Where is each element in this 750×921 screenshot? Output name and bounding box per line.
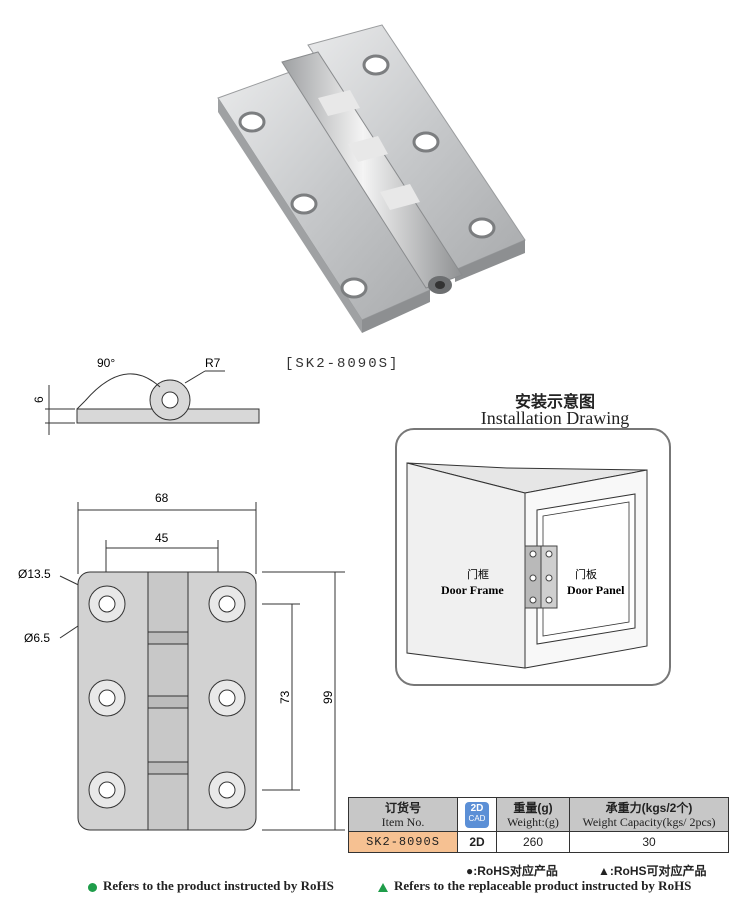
capacity-cell: 30 (569, 831, 729, 853)
legend-rohs-en: Refers to the product instructed by RoHS (103, 878, 334, 893)
hinge-holes (238, 54, 496, 299)
front-view-drawing: 68 45 Ø13.5 Ø6.5 73 99 (18, 491, 345, 831)
col-capacity-header: 承重力(kgs/2个) Weight Capacity(kgs/ 2pcs) (569, 797, 729, 832)
hinge-left-leaf (217, 71, 431, 333)
col-weight-header: 重量(g) Weight:(g) (496, 797, 570, 832)
green-dot-icon (88, 882, 97, 892)
angle-label: 90° (97, 356, 115, 370)
green-triangle-icon (378, 882, 388, 892)
col-capacity-en: Weight Capacity(kgs/ 2pcs) (582, 814, 716, 829)
col-item-en: Item No. (381, 814, 425, 829)
cad-badge-cell: 2D CAD (457, 797, 497, 832)
radius-label: R7 (205, 356, 221, 370)
legend-replaceable-en: Refers to the replaceable product instru… (394, 878, 692, 893)
door-panel-label-zh: 门板 (575, 567, 597, 581)
hole-spacing-v-label: 73 (278, 690, 292, 704)
legend-replaceable-en-row: Refers to the replaceable product instru… (378, 878, 691, 894)
badge-text: 2D (470, 802, 484, 814)
hole-spacing-h-label: 45 (155, 531, 169, 545)
col-item-zh: 订货号 (384, 800, 421, 815)
cad-cell[interactable]: 2D (457, 831, 497, 853)
height-dim-label: 99 (321, 690, 335, 704)
side-view-drawing: 90° R7 6 (32, 356, 260, 435)
hinge-product-photo (217, 24, 526, 333)
side-height-label: 6 (32, 396, 46, 403)
inner-diameter-label: Ø6.5 (24, 631, 50, 645)
col-item-header: 订货号 Item No. (348, 797, 458, 832)
spec-table: 订货号 Item No. 2D CAD 重量(g) Weight:(g) 承重力… (348, 797, 729, 853)
col-capacity-zh: 承重力(kgs/2个) (605, 800, 693, 815)
model-label: [SK2-8090S] (285, 356, 400, 372)
width-dim-label: 68 (155, 491, 169, 505)
badge-sub: CAD (468, 813, 486, 823)
door-panel-label-en: Door Panel (567, 583, 625, 597)
installation-title-zh: 安装示意图 (514, 394, 595, 411)
hinge-knuckle (281, 51, 463, 294)
col-weight-zh: 重量(g) (513, 800, 553, 815)
outer-diameter-label: Ø13.5 (18, 567, 51, 581)
door-frame-label-en: Door Frame (441, 583, 504, 597)
door-frame-label-zh: 门框 (467, 567, 489, 581)
cad-file-icon[interactable]: 2D CAD (465, 801, 489, 828)
legend-replaceable-zh: ▲:RoHS可对应产品 (598, 864, 707, 878)
weight-cell: 260 (496, 831, 570, 853)
legend-rohs-zh: ●:RoHS对应产品 (466, 864, 558, 878)
front-holes (88, 585, 246, 809)
installation-title-en: Installation Drawing (480, 408, 630, 428)
col-weight-en: Weight:(g) (507, 814, 559, 829)
installation-drawing: 门框 Door Frame 门板 Door Panel (395, 428, 671, 686)
legend-rohs-en-row: Refers to the product instructed by RoHS (88, 878, 334, 894)
item-number-cell[interactable]: SK2-8090S (348, 831, 458, 853)
